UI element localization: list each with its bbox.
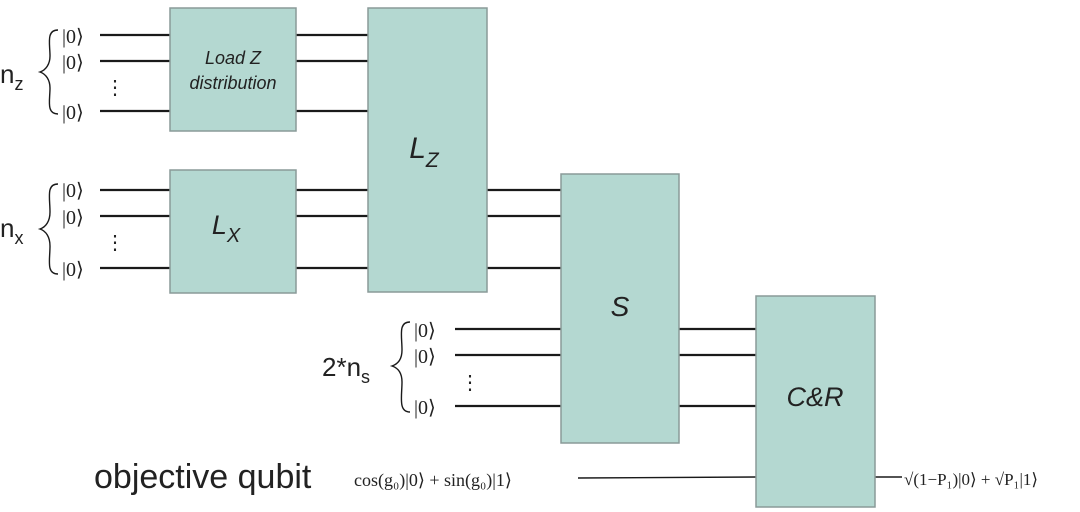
lx-gate-label: LX [212,210,241,247]
objective-output-state: √(1−P₁)|0⟩ + √P₁|1⟩ [904,470,1038,489]
objective-input-state: cos(g₀)|0⟩ + sin(g₀)|1⟩ [354,470,512,491]
register-ns-ket-3: |0⟩ [414,397,436,419]
register-nz-label-main: n [0,59,14,89]
register-nx-ket-1: |0⟩ [62,180,84,202]
register-ns-ket-2: |0⟩ [414,346,436,368]
lz-gate-label: LZ [409,132,440,172]
register-nx-ket-3: |0⟩ [62,259,84,281]
register-nx-label-sub: x [14,228,23,248]
load-z-gate-line2: distribution [189,73,276,93]
register-nz-label-sub: z [14,74,23,94]
wire-objective-in [577,476,757,479]
register-nx-brace [37,183,59,275]
lz-gate-sub: Z [425,149,440,172]
lx-gate-sub: X [226,225,241,247]
register-nz-ket-3: |0⟩ [62,102,84,124]
load-z-gate-line1: Load Z [205,48,262,68]
register-nx-ellipsis: ⋮ [105,232,125,254]
lz-gate [367,7,488,293]
register-ns-brace [389,321,411,413]
register-ns-ellipsis: ⋮ [460,372,480,394]
cr-gate [755,295,876,508]
cr-gate-label: C&R [786,382,843,412]
wires [100,33,902,479]
lz-gate-main: L [409,132,426,165]
register-ns-ket-1: |0⟩ [414,320,436,342]
register-nx-ket-2: |0⟩ [62,207,84,229]
register-ns: 2*ns |0⟩ |0⟩ ⋮ |0⟩ [322,320,480,419]
register-nx-label: nx [0,213,23,248]
objective-qubit-label: objective qubit [94,458,312,496]
register-nz-ket-2: |0⟩ [62,52,84,74]
register-ns-label-main: 2*n [322,352,361,382]
s-gate [560,173,680,444]
lx-gate-main: L [212,210,227,240]
register-nx: nx |0⟩ |0⟩ ⋮ |0⟩ [0,180,125,281]
lx-gate [169,169,297,294]
gates: Load Z distribution LX LZ S C&R [169,7,876,508]
register-nz: nz |0⟩ |0⟩ ⋮ |0⟩ [0,26,125,124]
register-ns-label-sub: s [361,367,370,387]
register-nx-label-main: n [0,213,14,243]
register-nz-label: nz [0,59,23,94]
s-gate-label: S [611,291,630,322]
register-nz-ellipsis: ⋮ [105,77,125,99]
register-nz-ket-1: |0⟩ [62,26,84,48]
register-ns-label: 2*ns [322,352,370,387]
objective-qubit: objective qubit cos(g₀)|0⟩ + sin(g₀)|1⟩ … [94,458,1038,496]
load-z-gate [169,7,297,132]
register-nz-brace [37,29,59,115]
